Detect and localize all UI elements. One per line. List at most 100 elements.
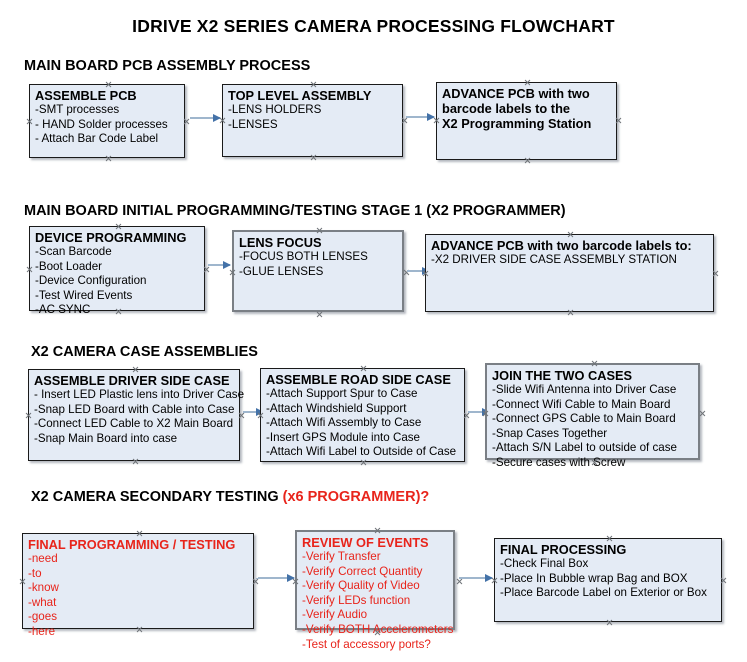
node-lens-focus[interactable]: LENS FOCUS -FOCUS BOTH LENSES -GLUE LENS…	[232, 230, 404, 312]
arrowhead-icon	[427, 113, 435, 121]
section-heading-2-text: MAIN BOARD INITIAL PROGRAMMING/TESTING S…	[24, 203, 566, 219]
resize-handle-top[interactable]	[591, 360, 598, 367]
node-line: - Insert LED Plastic lens into Driver Ca…	[34, 388, 245, 401]
resize-handle-right[interactable]	[456, 578, 463, 585]
resize-handle-right[interactable]	[699, 410, 706, 417]
node-assemble-driver-side-case[interactable]: ASSEMBLE DRIVER SIDE CASE - Insert LED P…	[25, 366, 245, 461]
resize-handle-left[interactable]	[19, 578, 26, 585]
node-title: LENS FOCUS	[239, 235, 322, 250]
resize-handle-bottom[interactable]	[310, 154, 317, 161]
node-advance-pcb-programming-station[interactable]: ADVANCE PCB with two barcode labels to t…	[436, 82, 617, 160]
resize-handle-bottom[interactable]	[567, 309, 574, 316]
resize-handle-top[interactable]	[606, 535, 613, 542]
connector-arrow	[208, 261, 231, 269]
resize-handle-left[interactable]	[26, 266, 33, 273]
node-line: -Verify BOTH Accelerometers	[302, 622, 454, 636]
node-device-programming[interactable]: DEVICE PROGRAMMING -Scan Barcode -Boot L…	[26, 223, 205, 316]
node-line: -Attach S/N Label to outside of case	[492, 441, 677, 455]
node-line: -AC SYNC	[35, 303, 91, 317]
resize-handle-right[interactable]	[403, 269, 410, 276]
resize-handle-right[interactable]	[238, 412, 245, 419]
node-line: -Snap Main Board into case	[34, 431, 178, 445]
node-top-level-assembly[interactable]: TOP LEVEL ASSEMBLY -LENS HOLDERS -LENSES	[222, 84, 403, 157]
resize-handle-right[interactable]	[720, 577, 727, 584]
node-line: -FOCUS BOTH LENSES	[239, 250, 368, 263]
node-title: FINAL PROGRAMMING / TESTING	[28, 537, 236, 552]
resize-handle-bottom[interactable]	[360, 459, 367, 466]
resize-handle-bottom[interactable]	[524, 157, 531, 164]
section-heading-1-text: MAIN BOARD PCB ASSEMBLY PROCESS	[24, 58, 311, 74]
node-line: -Scan Barcode	[35, 245, 112, 258]
node-line: -Verify Quality of Video	[302, 579, 420, 593]
resize-handle-bottom[interactable]	[105, 155, 112, 162]
resize-handle-top[interactable]	[310, 81, 317, 88]
node-title: REVIEW OF EVENTS	[302, 535, 429, 550]
resize-handle-bottom[interactable]	[606, 619, 613, 626]
node-line-overflow: -Test of accessory ports?	[302, 637, 431, 651]
resize-handle-bottom[interactable]	[316, 311, 323, 318]
node-assemble-road-side-case[interactable]: ASSEMBLE ROAD SIDE CASE -Attach Support …	[260, 368, 465, 462]
resize-handle-left[interactable]	[422, 270, 429, 277]
resize-handle-right[interactable]	[463, 412, 470, 419]
resize-handle-top[interactable]	[374, 527, 381, 534]
node-final-processing[interactable]: FINAL PROCESSING -Check Final Box -Place…	[494, 538, 722, 622]
resize-handle-bottom[interactable]	[132, 458, 139, 465]
node-title: ADVANCE PCB with two	[442, 86, 590, 101]
section-heading-4: X2 CAMERA SECONDARY TESTING (x6 PROGRAMM…	[31, 489, 429, 505]
resize-handle-right[interactable]	[401, 117, 408, 124]
arrowhead-icon	[287, 574, 295, 582]
node-line: -Secure cases with Screw	[492, 455, 626, 469]
page-title: IDRIVE X2 SERIES CAMERA PROCESSING FLOWC…	[132, 16, 615, 36]
section-heading-4-accent: (x6 PROGRAMMER)?	[282, 489, 430, 505]
connector-arrow	[406, 113, 435, 121]
node-review-of-events[interactable]: REVIEW OF EVENTS -Verify Transfer -Verif…	[292, 527, 455, 651]
node-line: -Connect GPS Cable to Main Board	[492, 412, 676, 426]
node-line: -Verify Transfer	[302, 550, 381, 563]
resize-handle-right[interactable]	[615, 117, 622, 124]
node-line: -Place In Bubble wrap Bag and BOX	[500, 571, 688, 585]
resize-handle-top[interactable]	[132, 366, 139, 373]
resize-handle-right[interactable]	[183, 118, 190, 125]
node-line: -X2 DRIVER SIDE CASE ASSEMBLY STATION	[431, 253, 677, 266]
node-advance-pcb-driver-side-station[interactable]: ADVANCE PCB with two barcode labels to: …	[425, 234, 714, 312]
node-line: -Test Wired Events	[35, 288, 133, 302]
node-line: -what	[28, 595, 57, 609]
node-join-the-two-cases[interactable]: JOIN THE TWO CASES -Slide Wifi Antenna i…	[482, 360, 700, 469]
resize-handle-top[interactable]	[524, 79, 531, 86]
section-heading-3: X2 CAMERA CASE ASSEMBLIES	[31, 344, 258, 360]
arrowhead-icon	[223, 261, 231, 269]
section-heading-3-text: X2 CAMERA CASE ASSEMBLIES	[31, 344, 258, 360]
node-line: -Device Configuration	[35, 274, 147, 288]
arrowhead-icon	[485, 574, 493, 582]
resize-handle-left[interactable]	[257, 412, 264, 419]
resize-handle-top[interactable]	[567, 231, 574, 238]
resize-handle-left[interactable]	[482, 410, 489, 417]
resize-handle-top[interactable]	[316, 227, 323, 234]
resize-handle-top[interactable]	[360, 365, 367, 372]
resize-handle-left[interactable]	[25, 412, 32, 419]
connector-arrow	[459, 574, 493, 582]
node-title: DEVICE PROGRAMMING	[35, 230, 187, 245]
node-line: -Insert GPS Module into Case	[266, 430, 421, 444]
resize-handle-right[interactable]	[712, 270, 719, 277]
node-final-programming-testing[interactable]: FINAL PROGRAMMING / TESTING -need -to -k…	[19, 530, 254, 638]
resize-handle-top[interactable]	[136, 530, 143, 537]
node-line: -Slide Wifi Antenna into Driver Case	[492, 383, 677, 396]
node-title-line3: X2 Programming Station	[442, 116, 592, 131]
connector-arrow	[258, 574, 295, 582]
resize-handle-right[interactable]	[252, 578, 259, 585]
resize-handle-left[interactable]	[433, 117, 440, 124]
node-assemble-pcb[interactable]: ASSEMBLE PCB -SMT processes - HAND Solde…	[29, 84, 185, 158]
resize-handle-left[interactable]	[292, 578, 299, 585]
resize-handle-top[interactable]	[105, 81, 112, 88]
resize-handle-left[interactable]	[229, 269, 236, 276]
node-line: - HAND Solder processes	[35, 117, 168, 131]
resize-handle-right[interactable]	[203, 266, 210, 273]
node-title: ASSEMBLE ROAD SIDE CASE	[266, 372, 451, 387]
resize-handle-left[interactable]	[491, 577, 498, 584]
node-line: -need	[28, 552, 58, 565]
resize-handle-left[interactable]	[26, 118, 33, 125]
resize-handle-left[interactable]	[219, 117, 226, 124]
node-title: ASSEMBLE DRIVER SIDE CASE	[34, 373, 230, 388]
resize-handle-top[interactable]	[115, 223, 122, 230]
